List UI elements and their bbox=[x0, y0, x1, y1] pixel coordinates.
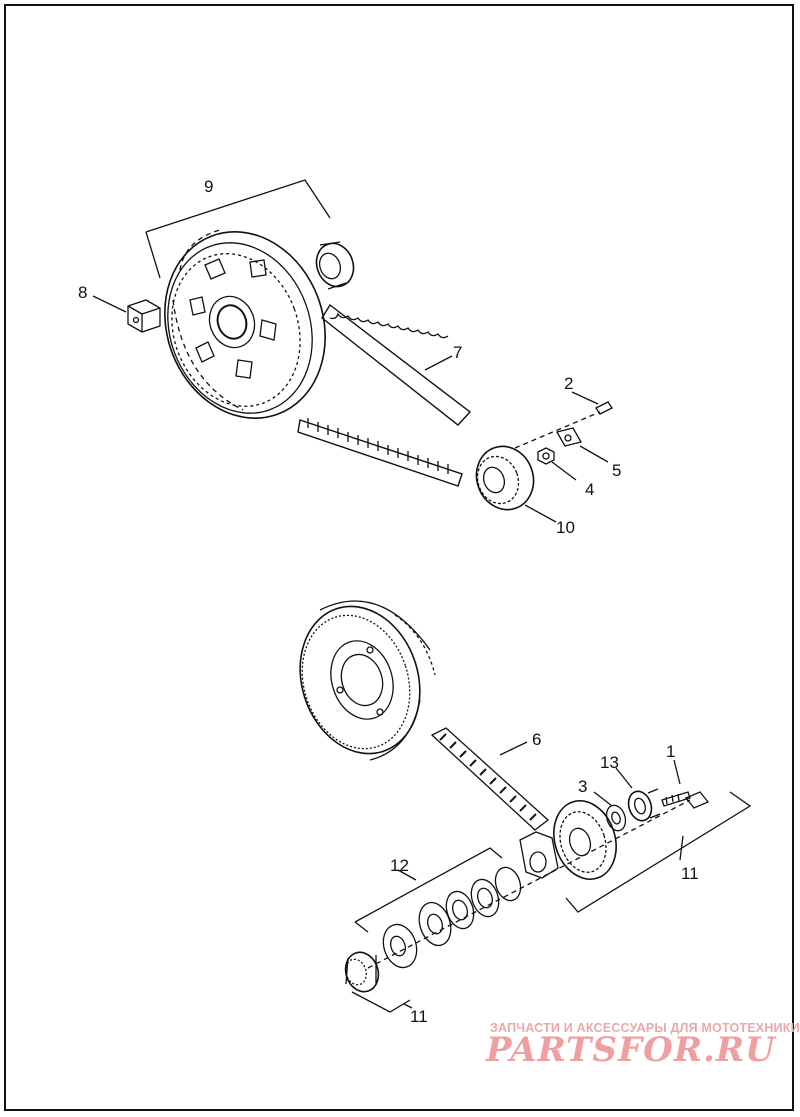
callout-1: 1 bbox=[666, 742, 675, 761]
spline-hub-icon bbox=[344, 951, 380, 993]
lock-plate-icon bbox=[556, 427, 582, 447]
leader-8 bbox=[92, 295, 127, 313]
sprocket-icon bbox=[475, 445, 535, 511]
belt-pulley-icon bbox=[164, 229, 326, 419]
bracket-11-bottom bbox=[351, 991, 413, 1013]
bracket-12 bbox=[354, 847, 503, 933]
callout-10: 10 bbox=[556, 518, 575, 537]
leader-2 bbox=[571, 391, 599, 405]
assembly-axis-upper bbox=[514, 411, 601, 449]
bearing-icon bbox=[315, 241, 355, 290]
leader-1 bbox=[673, 759, 681, 785]
bracket-9 bbox=[145, 179, 331, 279]
compensator-sprocket-icon bbox=[553, 800, 617, 880]
callout-5: 5 bbox=[612, 461, 621, 480]
leader-7 bbox=[424, 355, 453, 371]
nut-icon bbox=[537, 447, 555, 465]
washer-stack-icon bbox=[382, 866, 522, 969]
leader-13 bbox=[615, 767, 633, 789]
callout-2: 2 bbox=[564, 374, 573, 393]
washer-icon bbox=[605, 804, 627, 832]
leader-3 bbox=[593, 791, 613, 807]
callout-11-right: 11 bbox=[681, 864, 699, 883]
leader-5 bbox=[579, 445, 609, 463]
watermark-logo: PARTSFOR.RU bbox=[486, 1030, 776, 1070]
belt-icon bbox=[297, 303, 472, 487]
callout-3: 3 bbox=[578, 777, 587, 796]
callout-4: 4 bbox=[585, 480, 594, 499]
sensor-icon bbox=[127, 299, 161, 333]
callout-6: 6 bbox=[532, 730, 541, 749]
leader-6 bbox=[499, 741, 528, 756]
leader-4 bbox=[551, 461, 577, 481]
callout-8: 8 bbox=[78, 283, 87, 302]
clutch-basket-icon bbox=[299, 600, 436, 761]
callout-9: 9 bbox=[204, 177, 213, 196]
callout-13: 13 bbox=[600, 753, 619, 772]
sliding-cam-icon bbox=[519, 831, 559, 879]
hex-bolt-icon bbox=[661, 791, 710, 809]
bracket-11-right bbox=[565, 791, 752, 913]
callout-11-bottom: 11 bbox=[410, 1007, 428, 1026]
bushing-icon bbox=[627, 788, 661, 822]
callout-12: 12 bbox=[390, 856, 409, 875]
watermark-tagline: ЗАПЧАСТИ И АКСЕССУАРЫ ДЛЯ МОТОТЕХНИКИ bbox=[490, 1021, 800, 1035]
page-frame bbox=[4, 4, 794, 1111]
chain-icon bbox=[430, 727, 550, 831]
leader-10 bbox=[524, 504, 557, 523]
assembly-axis-lower bbox=[367, 799, 691, 969]
callout-7: 7 bbox=[453, 343, 462, 362]
